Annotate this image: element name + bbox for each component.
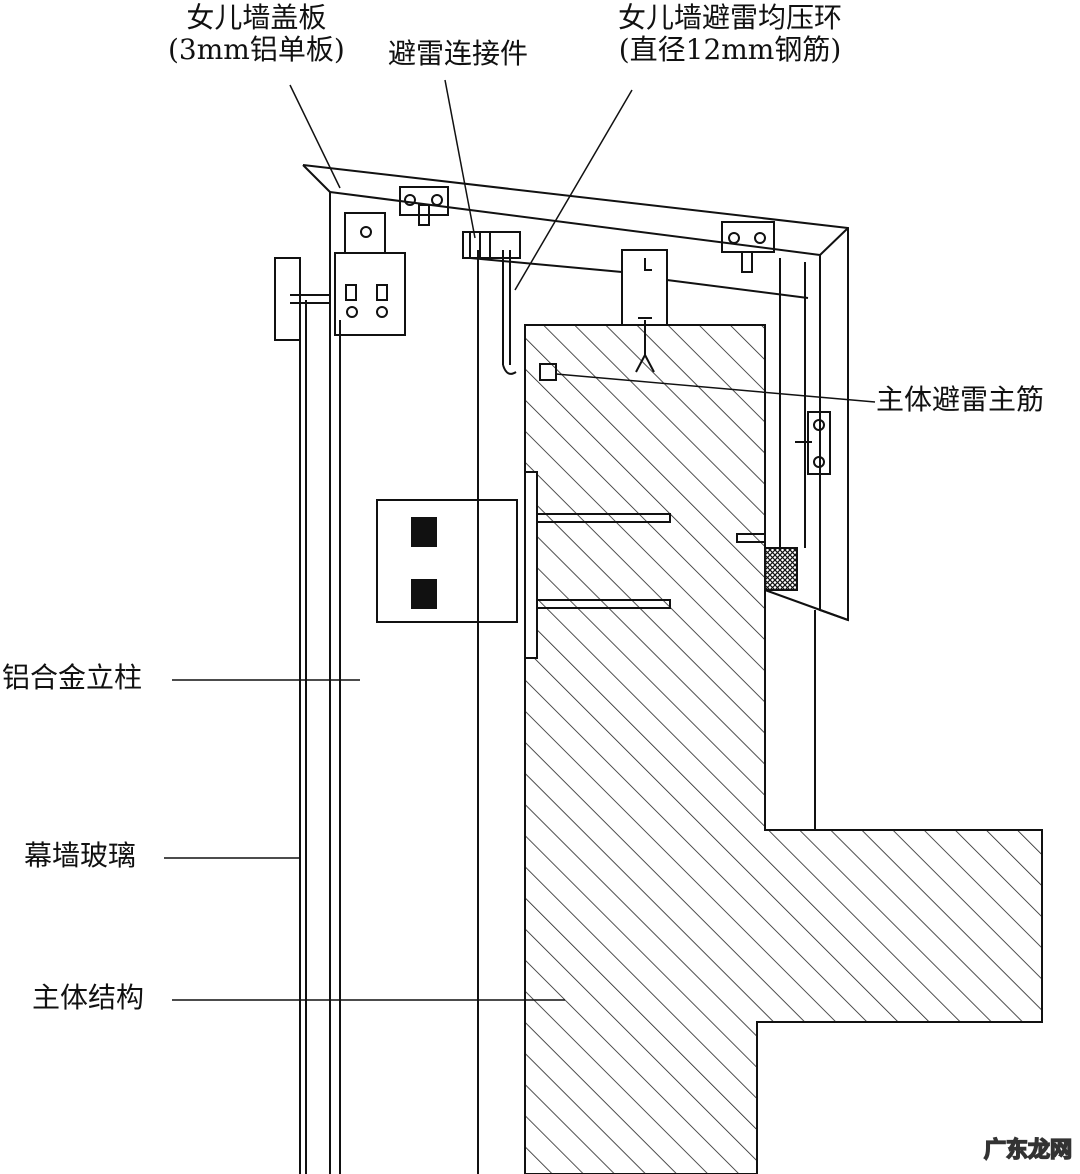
label-lightning-connector: 避雷连接件 <box>388 37 529 70</box>
label-cover-plate: 女儿墙盖板 (3mm铝单板) <box>168 1 345 67</box>
label-glass: 幕墙玻璃 <box>24 839 137 872</box>
equalizing-ring-spec: (直径12mm钢筋) <box>618 33 842 67</box>
cover-plate-title: 女儿墙盖板 <box>186 1 327 34</box>
main-lightning-rebar <box>539 363 557 381</box>
label-structure: 主体结构 <box>32 981 145 1014</box>
main-structure-concrete <box>524 324 1043 1174</box>
label-mullion: 铝合金立柱 <box>2 661 143 694</box>
embedded-bracket <box>376 499 518 623</box>
sealant-block <box>764 547 798 591</box>
equalizing-ring-rebar <box>469 257 809 299</box>
label-equalizing-ring: 女儿墙避雷均压环 (直径12mm钢筋) <box>618 1 843 67</box>
label-main-rebar: 主体避雷主筋 <box>876 383 1045 416</box>
leader-lines <box>164 79 876 1001</box>
watermark: 广东龙网 <box>983 1137 1073 1164</box>
equalizing-ring-title: 女儿墙避雷均压环 <box>618 1 843 34</box>
lightning-connector <box>462 231 521 259</box>
cover-plate-spec: (3mm铝单板) <box>168 33 345 67</box>
